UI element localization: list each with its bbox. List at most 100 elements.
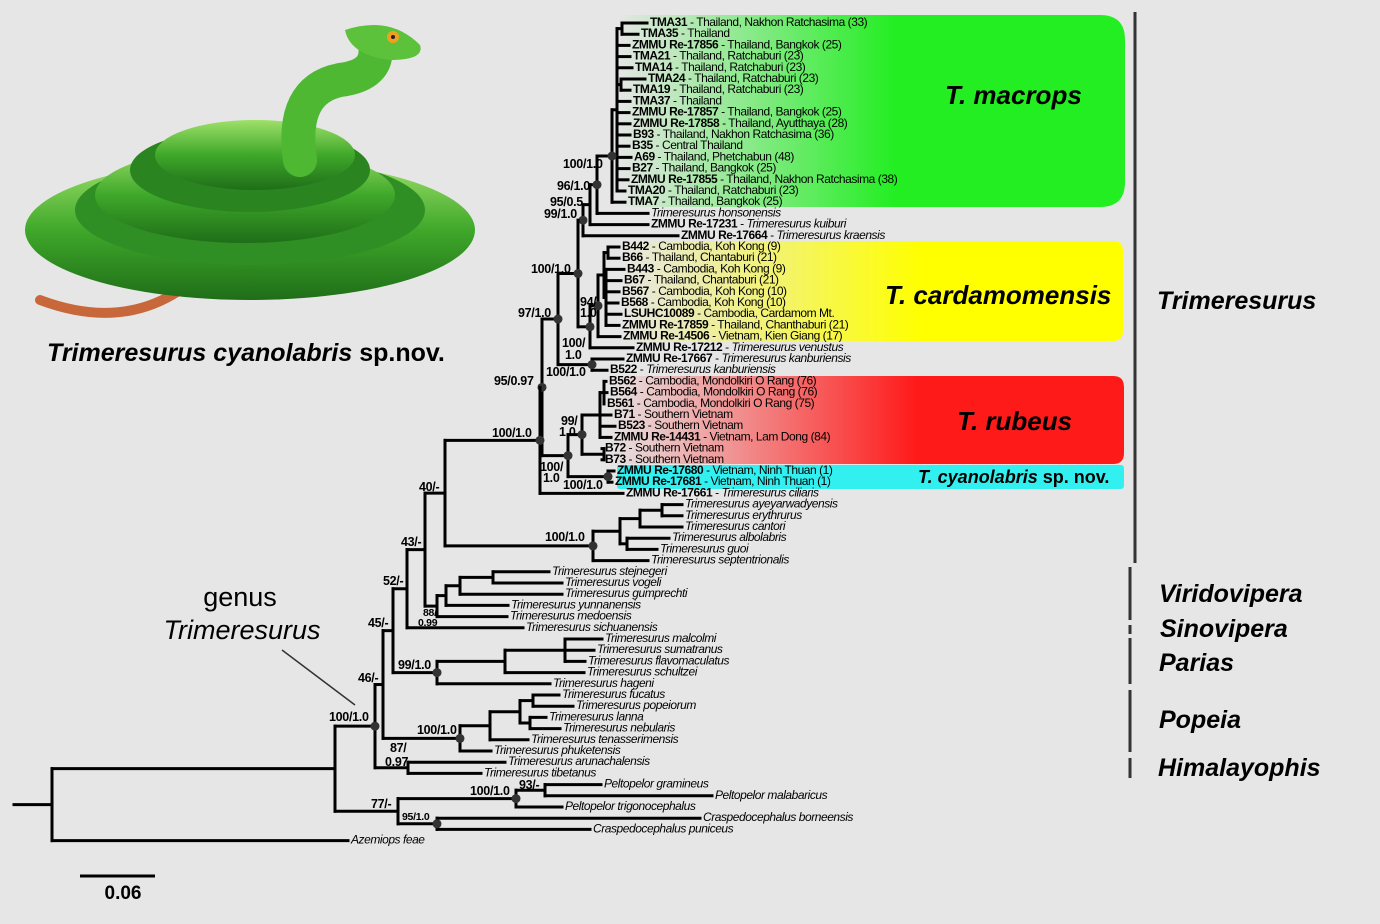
leaf-label: B67 - Thailand, Chantaburi (21) — [624, 273, 779, 287]
leaf-label: TMA31 - Thailand, Nakhon Ratchasima (33) — [650, 15, 868, 29]
support-value: 94/ — [580, 295, 597, 309]
node-marker — [535, 435, 545, 445]
locality: - Cambodia, Mondolkiri O Rang (76) — [636, 374, 817, 388]
leaf-label: ZMMU Re-17231 - Trimeresurus kuiburi — [651, 217, 847, 231]
leaf-label: Trimeresurus yunnanensis — [511, 598, 641, 612]
specimen-id: B443 — [627, 262, 655, 276]
specimen-id: B522 — [610, 362, 638, 376]
locality: - Vietnam, Ninh Thuan (1) — [701, 474, 831, 488]
support-value: 40/- — [419, 480, 439, 494]
specimen-id: TMA31 — [650, 15, 688, 29]
species-name: Trimeresurus nebularis — [563, 721, 675, 735]
support-value: 52/- — [383, 574, 403, 588]
specimen-id: B35 — [632, 138, 653, 152]
support-value: 100/1.0 — [470, 784, 510, 798]
leaf-label: ZMMU Re-17680 - Vietnam, Ninh Thuan (1) — [617, 463, 833, 477]
leaf-label: ZMMU Re-17664 - Trimeresurus kraensis — [681, 228, 885, 242]
node-marker — [563, 451, 573, 461]
support-value: 0.97 — [385, 755, 408, 769]
support-values: 100/1.0 96/1.0 95/0.5 99/1.0 100/1.0 97/… — [329, 157, 603, 823]
locality: - Vietnam, Ninh Thuan (1) — [703, 463, 833, 477]
locality: - Cambodia, Koh Kong (9) — [654, 262, 786, 276]
species-name: Trimeresurus kanburiensis — [646, 362, 776, 376]
species-name: Trimeresurus ayeyarwadyensis — [685, 497, 838, 511]
photo-caption: Trimeresurus cyanolabris sp.nov. — [47, 339, 445, 367]
species-name: Trimeresurus tenasserimensis — [531, 732, 679, 746]
specimen-id: ZMMU Re-17680 — [617, 463, 704, 477]
support-value: 0.99 — [418, 617, 438, 629]
specimen-id: TMA24 — [648, 71, 686, 85]
leaf-label: Trimeresurus tenasserimensis — [531, 732, 679, 746]
node-marker — [432, 668, 442, 678]
leaf-label: TMA19 - Thailand, Ratchaburi (23) — [633, 82, 804, 96]
leaf-label: Trimeresurus sichuanensis — [526, 620, 658, 634]
locality: - Thailand — [678, 26, 730, 40]
locality: - Thailand, Bangkok (25) — [718, 105, 842, 119]
leaf-label: Trimeresurus septentrionalis — [651, 553, 789, 567]
locality: - Thailand, Bangkok (25) — [653, 161, 777, 175]
clade-label-rubeus: T. rubeus — [957, 406, 1072, 436]
specimen-id: B71 — [614, 407, 635, 421]
specimen-id: LSUHC10089 — [624, 306, 695, 320]
specimen-id: ZMMU Re-17667 — [626, 351, 713, 365]
species-name: Trimeresurus gumprechti — [565, 586, 688, 600]
support-value: 100/1.0 — [531, 262, 571, 276]
specimen-id: TMA19 — [633, 82, 671, 96]
leaf-label: B35 - Central Thailand — [632, 138, 743, 152]
specimen-id: TMA35 — [641, 26, 679, 40]
leaf-label: ZMMU Re-17667 - Trimeresurus kanburiensi… — [626, 351, 851, 365]
species-name: Trimeresurus vogeli — [565, 575, 662, 589]
species-name: Trimeresurus erythrurus — [685, 508, 802, 522]
species-name: Craspedocephalus puniceus — [593, 822, 734, 836]
species-name: Trimeresurus septentrionalis — [651, 553, 789, 567]
specimen-id: B564 — [610, 385, 638, 399]
locality: - Vietnam, Lam Dong (84) — [700, 430, 830, 444]
species-name: Trimeresurus schultzei — [587, 665, 698, 679]
specimen-id: ZMMU Re-17231 — [651, 217, 738, 231]
support-value: 95/0.5 — [550, 195, 583, 209]
leaf-label: Trimeresurus fucatus — [562, 687, 665, 701]
leaf-label: Peltopelor trigonocephalus — [565, 799, 696, 813]
leaf-label: TMA35 - Thailand — [641, 26, 730, 40]
node-marker — [578, 215, 588, 225]
specimen-id: ZMMU Re-17857 — [632, 105, 719, 119]
specimen-id: ZMMU Re-17661 — [626, 486, 713, 500]
leaf-label: ZMMU Re-17855 - Thailand, Nakhon Ratchas… — [631, 172, 898, 186]
node-marker — [587, 360, 597, 370]
leaf-label: B443 - Cambodia, Koh Kong (9) — [627, 262, 786, 276]
locality: - Cambodia, Koh Kong (10) — [648, 295, 786, 309]
leaf-label: ZMMU Re-14506 - Vietnam, Kien Giang (17) — [623, 329, 843, 343]
support-value: 93/- — [519, 778, 539, 792]
leaf-label: B71 - Southern Vietnam — [614, 407, 733, 421]
specimen-id: ZMMU Re-17858 — [633, 116, 720, 130]
support-value: 1.0 — [543, 471, 560, 485]
support-value: 100/1.0 — [545, 530, 585, 544]
support-value: 100/ — [562, 336, 586, 350]
leaf-label: ZMMU Re-17681 - Vietnam, Ninh Thuan (1) — [615, 474, 831, 488]
leaf-label: TMA24 - Thailand, Ratchaburi (23) — [648, 71, 819, 85]
clade-label-cardamomensis: T. cardamomensis — [885, 280, 1111, 310]
locality: - Southern Vietnam — [626, 452, 724, 466]
locality: - Southern Vietnam — [626, 441, 724, 455]
locality: - Central Thailand — [653, 138, 743, 152]
leaf-label: B522 - Trimeresurus kanburiensis — [610, 362, 776, 376]
support-value: 100/ — [540, 460, 564, 474]
support-value: 88/ — [423, 607, 437, 619]
caption-species: Trimeresurus cyanolabris — [47, 339, 352, 367]
clade-label-cyanolabris: T. cyanolabris sp. nov. — [918, 467, 1109, 487]
locality: - Cambodia, Mondolkiri O Rang (75) — [634, 396, 815, 410]
species-name: Trimeresurus guoi — [660, 542, 749, 556]
species-name: Peltopelor trigonocephalus — [565, 799, 696, 813]
locality: - Thailand, Chantaburi (21) — [645, 273, 779, 287]
node-marker — [432, 819, 442, 829]
leaf-label: TMA7 - Thailand, Bangkok (25) — [628, 194, 783, 208]
leaf-label: Trimeresurus schultzei — [587, 665, 698, 679]
species-name: Trimeresurus cantori — [685, 519, 786, 533]
support-value: 99/1.0 — [544, 207, 577, 221]
species-name: Peltopelor malabaricus — [715, 788, 828, 802]
support-value: 100/1.0 — [546, 365, 586, 379]
locality: - Cambodia, Cardamom Mt. — [694, 306, 834, 320]
leaf-label: Trimeresurus nebularis — [563, 721, 675, 735]
leaf-label: ZMMU Re-17857 - Thailand, Bangkok (25) — [632, 105, 842, 119]
leaf-label: Trimeresurus vogeli — [565, 575, 662, 589]
